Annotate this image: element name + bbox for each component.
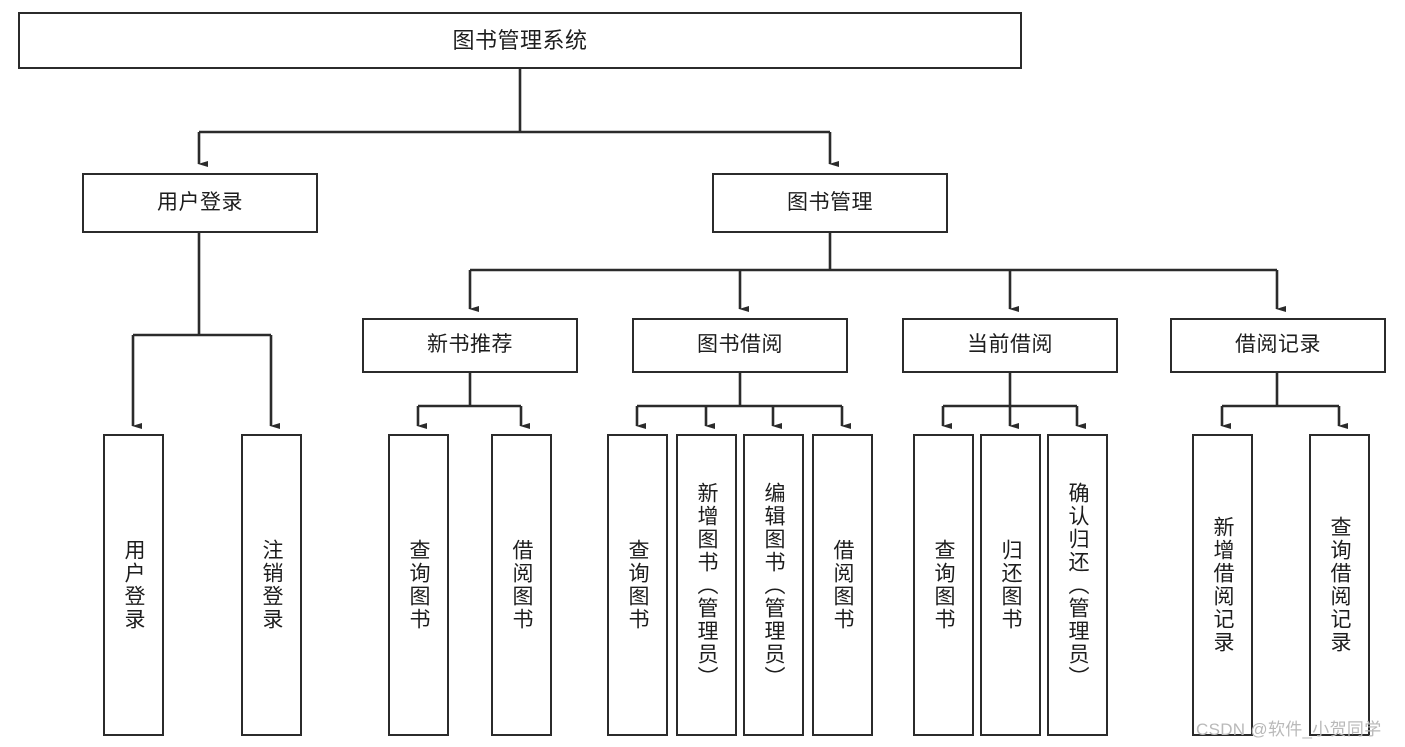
node-label: 借阅记录 — [1235, 333, 1321, 357]
leaf-book-borrow-add-book-admin[interactable]: 新增图书（管理员） — [676, 434, 737, 736]
node-label: 查询图书 — [407, 539, 430, 631]
node-label: 确认归还（管理员） — [1066, 481, 1089, 689]
node-label: 查询借阅记录 — [1328, 516, 1351, 654]
leaf-current-borrow-return-book[interactable]: 归还图书 — [980, 434, 1041, 736]
leaf-book-borrow-borrow-book[interactable]: 借阅图书 — [812, 434, 873, 736]
node-label: 查询图书 — [626, 539, 649, 631]
node-borrowing-record[interactable]: 借阅记录 — [1170, 318, 1386, 373]
leaf-current-borrow-confirm-return-admin[interactable]: 确认归还（管理员） — [1047, 434, 1108, 736]
node-label: 用户登录 — [122, 539, 145, 631]
node-label: 图书借阅 — [697, 333, 783, 357]
node-label: 编辑图书（管理员） — [762, 481, 785, 689]
leaf-book-borrow-edit-book-admin[interactable]: 编辑图书（管理员） — [743, 434, 804, 736]
node-label: 图书管理 — [787, 190, 873, 214]
node-label: 归还图书 — [999, 539, 1022, 631]
node-user-login[interactable]: 用户登录 — [82, 173, 318, 233]
node-label: 新增图书（管理员） — [695, 481, 718, 689]
leaf-new-book-borrow-book[interactable]: 借阅图书 — [491, 434, 552, 736]
node-current-borrowing[interactable]: 当前借阅 — [902, 318, 1118, 373]
node-label: 借阅图书 — [510, 539, 533, 631]
node-label: 图书管理系统 — [452, 27, 588, 53]
node-label: 新书推荐 — [427, 333, 513, 357]
node-label: 用户登录 — [157, 190, 243, 214]
node-label: 查询图书 — [932, 539, 955, 631]
leaf-book-borrow-query-book[interactable]: 查询图书 — [607, 434, 668, 736]
leaf-new-book-query-book[interactable]: 查询图书 — [388, 434, 449, 736]
node-root-book-management-system[interactable]: 图书管理系统 — [18, 12, 1022, 69]
node-label: 注销登录 — [260, 539, 283, 631]
node-label: 新增借阅记录 — [1211, 516, 1234, 654]
node-label: 当前借阅 — [967, 333, 1053, 357]
leaf-user-login-logout[interactable]: 注销登录 — [241, 434, 302, 736]
leaf-borrow-record-query-record[interactable]: 查询借阅记录 — [1309, 434, 1370, 736]
leaf-user-login-login[interactable]: 用户登录 — [103, 434, 164, 736]
node-label: 借阅图书 — [831, 539, 854, 631]
leaf-borrow-record-add-record[interactable]: 新增借阅记录 — [1192, 434, 1253, 736]
leaf-current-borrow-query-book[interactable]: 查询图书 — [913, 434, 974, 736]
node-book-management[interactable]: 图书管理 — [712, 173, 948, 233]
node-book-borrowing[interactable]: 图书借阅 — [632, 318, 848, 373]
node-new-book-recommendation[interactable]: 新书推荐 — [362, 318, 578, 373]
